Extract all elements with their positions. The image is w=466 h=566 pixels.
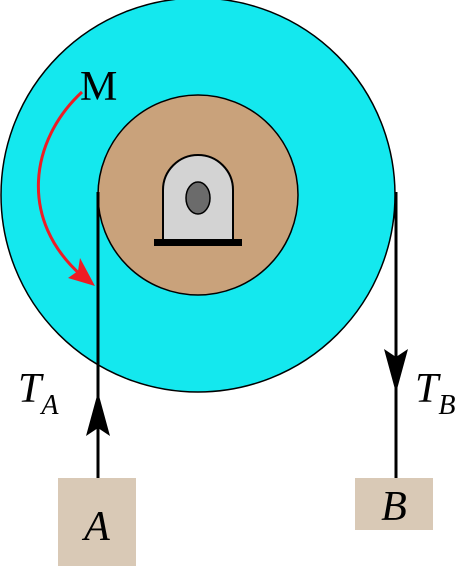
tension-a-symbol: T (18, 366, 44, 412)
axle (185, 181, 211, 215)
tension-b-arrow (384, 349, 408, 393)
bearing-base (154, 239, 242, 246)
block-a-label: A (81, 504, 110, 550)
tension-a-subscript: A (39, 390, 59, 421)
block-b (355, 478, 433, 530)
tension-b-label: TB (415, 366, 455, 421)
moment-label: M (80, 64, 117, 110)
tension-b-symbol: T (415, 366, 441, 412)
moment-arrow (37, 90, 95, 286)
bearing-support (154, 154, 242, 246)
tension-a-arrow (86, 392, 110, 436)
tension-b-subscript: B (438, 390, 455, 421)
block-b-label: B (381, 484, 407, 530)
tension-a-label: TA (18, 366, 59, 421)
block-a (58, 478, 136, 566)
